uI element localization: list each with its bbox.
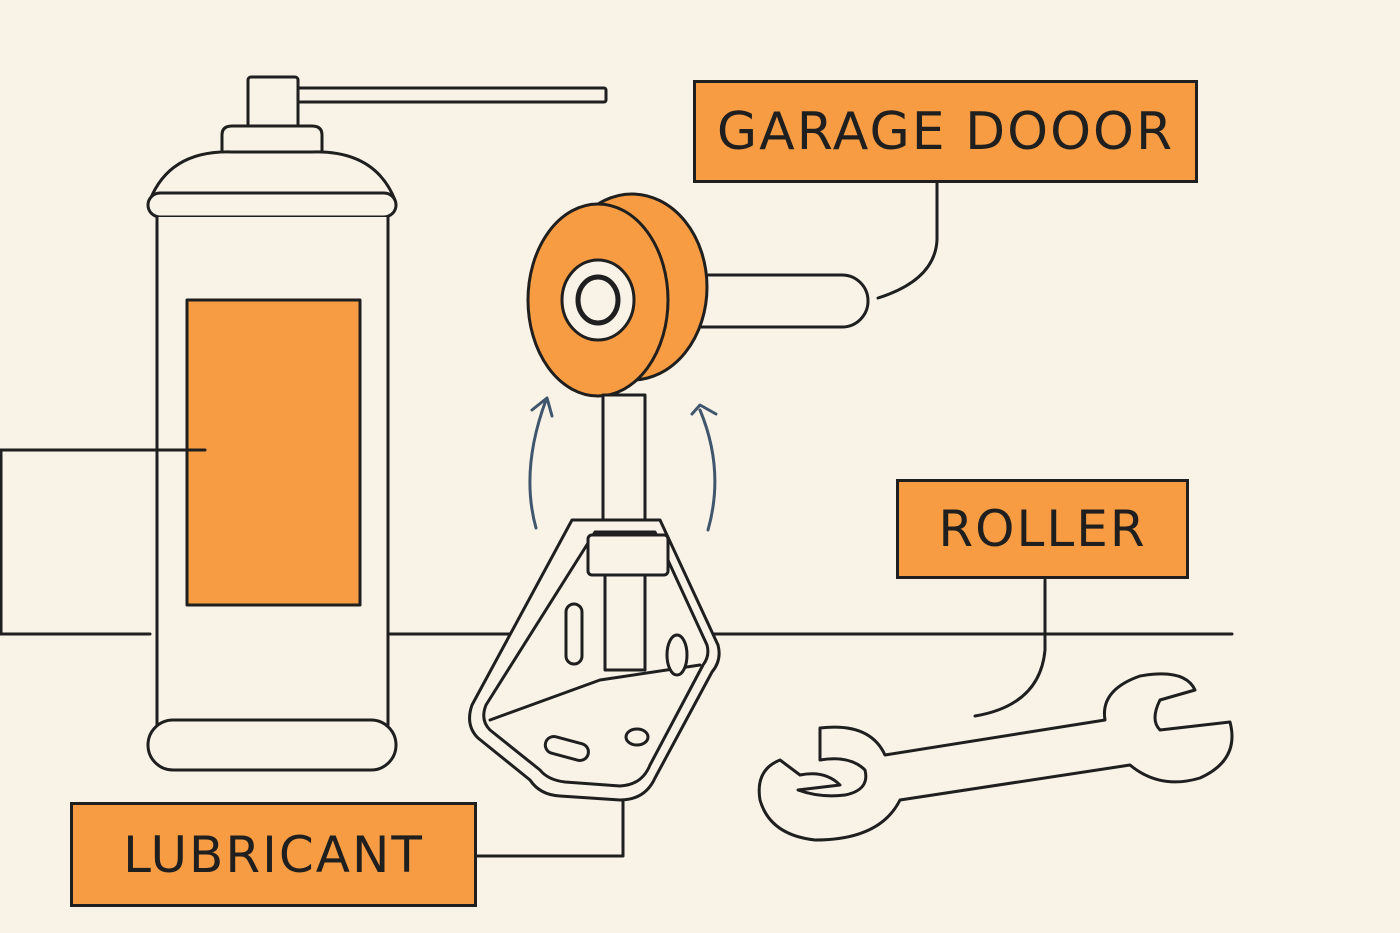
- bracket-stem-lower: [603, 573, 647, 672]
- spray-nozzle-straw: [248, 86, 608, 104]
- spray-can-shoulder: [148, 150, 397, 202]
- bracket-inner: [482, 530, 710, 788]
- wrench-icon: [757, 672, 1234, 842]
- arrow-right-shaft: [698, 408, 717, 532]
- spray-can-label: [185, 298, 362, 607]
- roller-label: ROLLER: [896, 479, 1189, 579]
- garage-door-connector: [876, 181, 939, 300]
- bracket-collar: [586, 533, 670, 577]
- wrench-outline: [757, 672, 1234, 842]
- spray-can-icon: [146, 75, 608, 772]
- garage-door-label: GARAGE DOOOR: [693, 80, 1198, 183]
- bracket-outer: [468, 518, 721, 802]
- roller-stem: [601, 393, 647, 529]
- bracket-hole-right: [665, 633, 689, 677]
- spray-cap: [220, 124, 324, 154]
- lubricant-label-text: LUBRICANT: [123, 825, 424, 884]
- roller-bearing-inner: [575, 274, 621, 326]
- mounting-bracket-icon: [468, 518, 721, 802]
- lubricant-connector: [475, 798, 625, 858]
- bracket-slot-bottom: [543, 734, 590, 762]
- up-arrow-icon: [528, 396, 718, 532]
- bracket-hole-bottom: [624, 727, 650, 747]
- spray-can-top-rim: [146, 191, 398, 219]
- arrow-left-shaft: [528, 398, 548, 530]
- spray-nozzle: [246, 75, 300, 131]
- roller-wheel-icon: [526, 192, 870, 529]
- spray-can-bottom-rim: [146, 718, 398, 772]
- roller-connector: [973, 578, 1047, 718]
- arrow-left-head: [530, 396, 554, 418]
- garage-door-label-text: GARAGE DOOOR: [716, 101, 1175, 162]
- bracket-slot-left: [564, 602, 584, 666]
- roller-label-text: ROLLER: [938, 500, 1147, 558]
- bracket-fold: [488, 663, 702, 722]
- lubricant-label: LUBRICANT: [70, 802, 477, 907]
- arrow-right-head: [690, 403, 718, 416]
